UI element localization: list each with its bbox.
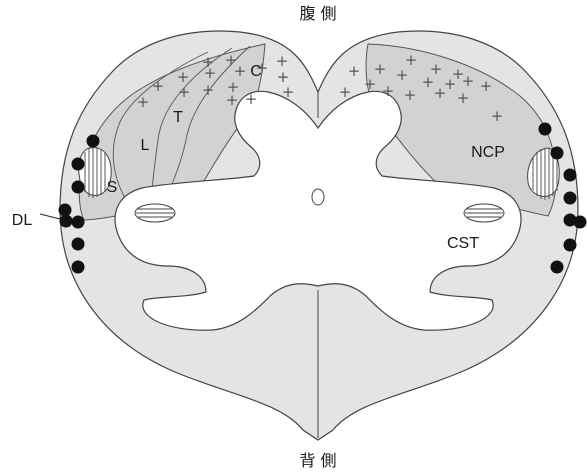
dot [72, 238, 85, 251]
plus-marker: + [152, 77, 165, 95]
plus-marker: + [396, 66, 409, 84]
central-canal [312, 189, 324, 205]
dot [564, 192, 577, 205]
plus-marker: + [422, 73, 435, 91]
plus-marker: + [462, 72, 475, 90]
dl-label: DL [12, 212, 33, 229]
plus-marker: + [382, 82, 395, 100]
dot [72, 181, 85, 194]
plus-marker: + [480, 77, 493, 95]
dot [564, 169, 577, 182]
plus-marker: + [226, 91, 239, 109]
dot [539, 123, 552, 136]
plus-marker: + [202, 81, 215, 99]
c-label: C [250, 63, 262, 80]
t-label: T [173, 109, 183, 126]
dot [551, 147, 564, 160]
plus-marker: + [457, 89, 470, 107]
s-label: S [107, 179, 118, 196]
left-cst-ellipse [135, 204, 175, 222]
plus-marker: + [137, 93, 150, 111]
ncp-label: NCP [471, 144, 505, 161]
l-label: L [141, 137, 150, 154]
plus-marker: + [364, 75, 377, 93]
plus-marker: + [245, 90, 258, 108]
plus-marker: + [282, 83, 295, 101]
plus-marker: + [178, 83, 191, 101]
dot [551, 261, 564, 274]
cst-label: CST [447, 235, 479, 252]
right-cst-ellipse [464, 204, 504, 222]
dorsal-label: 背 側 [299, 451, 336, 470]
plus-marker: + [339, 83, 352, 101]
dot [87, 135, 100, 148]
dot [72, 158, 85, 171]
plus-marker: + [434, 84, 447, 102]
dot [574, 216, 587, 229]
plus-marker: + [348, 62, 361, 80]
dot [60, 215, 73, 228]
plus-marker: + [404, 86, 417, 104]
dot [72, 261, 85, 274]
dot [564, 239, 577, 252]
ventral-label: 腹 側 [299, 4, 336, 23]
plus-marker: + [204, 64, 217, 82]
plus-marker: + [491, 107, 504, 125]
dot [72, 216, 85, 229]
dot [59, 204, 72, 217]
